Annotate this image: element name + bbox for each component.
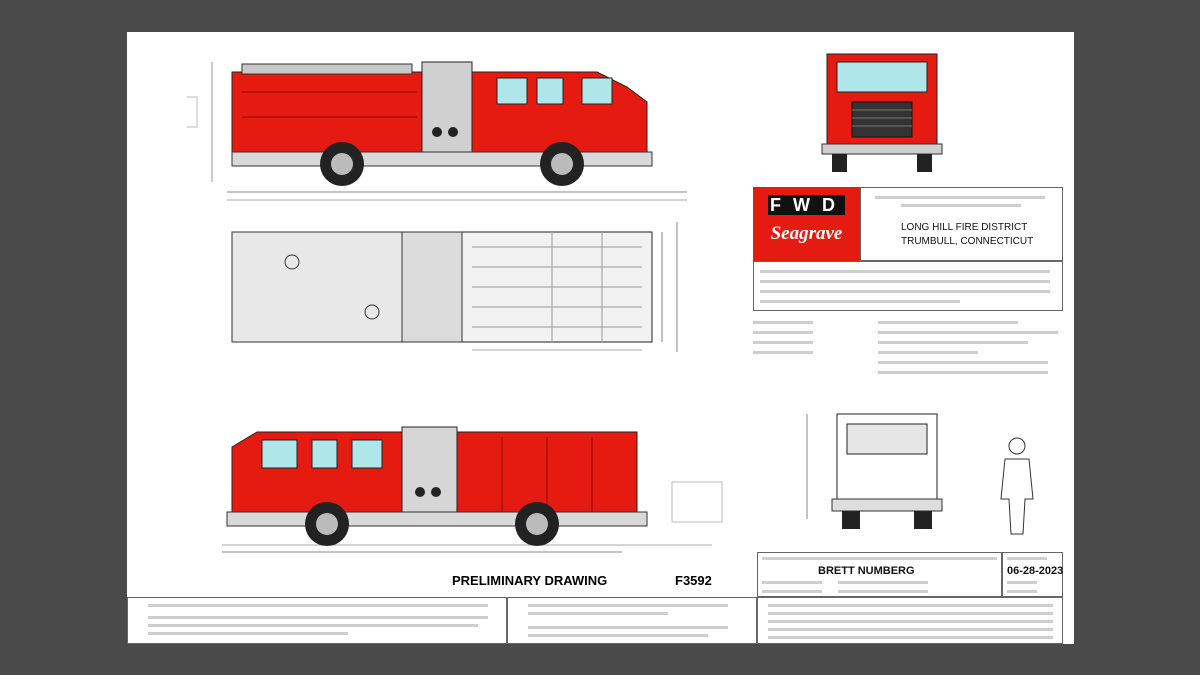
- drawing-date: 06-28-2023: [1007, 565, 1064, 577]
- notes-block: [753, 261, 1063, 311]
- rear-view: [806, 413, 1034, 535]
- customer-location: TRUMBULL, CONNECTICUT: [901, 236, 1034, 247]
- approval-block: BRETT NUMBERG: [757, 552, 1002, 597]
- drawing-number: F3592: [675, 573, 712, 588]
- footer-notes-right: [757, 597, 1063, 644]
- footer-notes: [127, 597, 507, 644]
- preliminary-label: PRELIMINARY DRAWING: [452, 573, 608, 588]
- front-view: [821, 53, 943, 172]
- spec-list: [753, 317, 1063, 377]
- footer-notes-middle: [507, 597, 757, 644]
- customer-name: LONG HILL FIRE DISTRICT: [901, 222, 1028, 233]
- side-view-driver-side: [187, 61, 687, 201]
- side-view-officer-side: [222, 426, 723, 553]
- top-view: [231, 222, 678, 352]
- date-block: 06-28-2023: [1002, 552, 1063, 597]
- customer-block: LONG HILL FIRE DISTRICT TRUMBULL, CONNEC…: [860, 187, 1063, 261]
- rep-name: BRETT NUMBERG: [818, 565, 915, 577]
